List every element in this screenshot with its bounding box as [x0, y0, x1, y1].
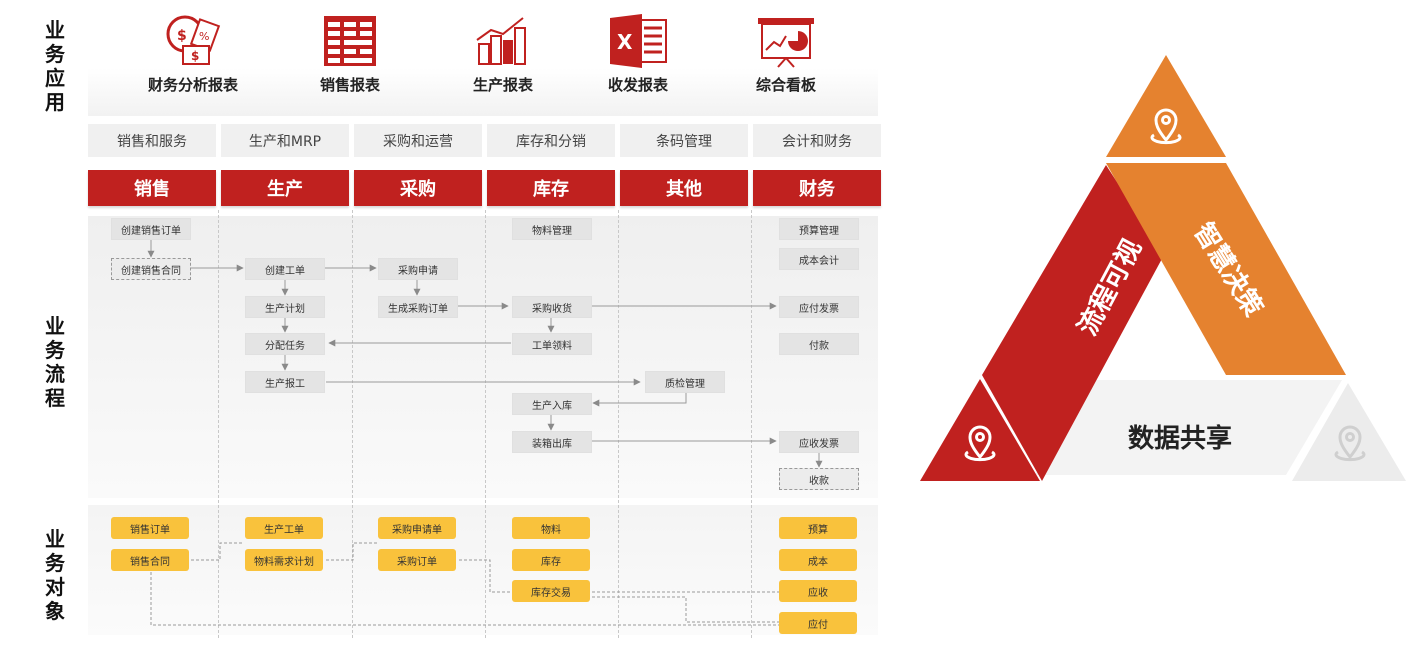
object-work-order[interactable]: 生产工单 [245, 517, 323, 539]
flow-payment[interactable]: 付款 [779, 333, 859, 355]
flow-production-inbound[interactable]: 生产入库 [512, 393, 592, 415]
column-production[interactable]: 生产 [221, 170, 349, 206]
flow-material-mgmt[interactable]: 物料管理 [512, 218, 592, 240]
module-inventory[interactable]: 库存和分销 [487, 124, 615, 157]
location-pin-icon [964, 425, 996, 462]
flow-create-work-order[interactable]: 创建工单 [245, 258, 325, 280]
spreadsheet-icon [324, 16, 376, 66]
flow-budget-mgmt[interactable]: 预算管理 [779, 218, 859, 240]
report-production[interactable]: 生产报表 [443, 14, 563, 95]
object-material[interactable]: 物料 [512, 517, 590, 539]
report-label: 收发报表 [607, 76, 668, 94]
flow-purchase-request[interactable]: 采购申请 [378, 258, 458, 280]
column-purchase[interactable]: 采购 [354, 170, 482, 206]
flow-area [88, 216, 878, 498]
column-finance[interactable]: 财务 [753, 170, 881, 206]
location-pin-icon [1150, 108, 1182, 145]
location-pin-icon [1334, 425, 1366, 462]
object-inventory[interactable]: 库存 [512, 549, 590, 571]
column-divider [352, 210, 353, 638]
triangle-bottom-left-corner [920, 379, 1040, 481]
object-purchase-order[interactable]: 采购订单 [378, 549, 456, 571]
flow-assign-task[interactable]: 分配任务 [245, 333, 325, 355]
svg-text:$: $ [177, 28, 187, 44]
flow-create-sales-contract[interactable]: 创建销售合同 [111, 258, 191, 280]
object-inventory-transaction[interactable]: 库存交易 [512, 580, 590, 602]
side-label-objects: 业务对象 [45, 527, 65, 623]
presentation-board-icon [758, 18, 814, 68]
flow-quality-mgmt[interactable]: 质检管理 [645, 371, 725, 393]
bar-chart-icon [476, 17, 526, 65]
triangle-top-corner [1106, 55, 1226, 157]
object-sales-order[interactable]: 销售订单 [111, 517, 189, 539]
module-production-mrp[interactable]: 生产和MRP [221, 124, 349, 157]
side-label-apps: 业务应用 [45, 18, 65, 114]
column-divider [618, 210, 619, 638]
triangle-right-band [1106, 163, 1346, 375]
flow-production-report[interactable]: 生产报工 [245, 371, 325, 393]
object-material-requirement-plan[interactable]: 物料需求计划 [245, 549, 323, 571]
triangle-bottom-right-corner [1292, 383, 1406, 481]
object-budget[interactable]: 预算 [779, 517, 857, 539]
module-accounting[interactable]: 会计和财务 [753, 124, 881, 157]
triangle-left-band [982, 165, 1164, 481]
column-divider [751, 210, 752, 638]
flow-cost-accounting[interactable]: 成本会计 [779, 248, 859, 270]
svg-text:X: X [617, 30, 633, 54]
report-sales[interactable]: 销售报表 [290, 14, 410, 95]
report-dashboard[interactable]: 综合看板 [726, 14, 846, 95]
flow-connectors [147, 239, 823, 626]
triangle-label-data-sharing: 数据共享 [1127, 424, 1232, 454]
excel-icon: X [610, 14, 667, 68]
report-finance-analysis[interactable]: $ % $ 财务分析报表 [133, 14, 253, 95]
object-purchase-request[interactable]: 采购申请单 [378, 517, 456, 539]
column-inventory[interactable]: 库存 [487, 170, 615, 206]
flow-generate-po[interactable]: 生成采购订单 [378, 296, 458, 318]
flow-production-plan[interactable]: 生产计划 [245, 296, 325, 318]
object-payable[interactable]: 应付 [779, 612, 857, 634]
report-label: 生产报表 [472, 76, 533, 94]
report-receive-send[interactable]: X 收发报表 [578, 14, 698, 95]
column-divider [218, 210, 219, 638]
column-divider [485, 210, 486, 638]
side-label-flow: 业务流程 [45, 314, 65, 410]
object-sales-contract[interactable]: 销售合同 [111, 549, 189, 571]
value-triangle [920, 55, 1406, 481]
module-barcode[interactable]: 条码管理 [620, 124, 748, 157]
flow-create-sales-order[interactable]: 创建销售订单 [111, 218, 191, 240]
triangle-bottom-band [1035, 380, 1342, 475]
report-label: 财务分析报表 [147, 76, 238, 94]
svg-text:$: $ [191, 49, 199, 63]
object-cost[interactable]: 成本 [779, 549, 857, 571]
object-receivable[interactable]: 应收 [779, 580, 857, 602]
report-label: 综合看板 [755, 76, 816, 94]
flow-receivable-invoice[interactable]: 应收发票 [779, 431, 859, 453]
flow-work-order-picking[interactable]: 工单领料 [512, 333, 592, 355]
report-label: 销售报表 [319, 76, 380, 94]
finance-report-icon: $ % $ [166, 15, 221, 65]
module-purchasing[interactable]: 采购和运营 [354, 124, 482, 157]
svg-text:%: % [199, 30, 209, 43]
objects-area [88, 505, 878, 635]
flow-packing-outbound[interactable]: 装箱出库 [512, 431, 592, 453]
module-sales-service[interactable]: 销售和服务 [88, 124, 216, 157]
column-sales[interactable]: 销售 [88, 170, 216, 206]
flow-collection[interactable]: 收款 [779, 468, 859, 490]
flow-purchase-receipt[interactable]: 采购收货 [512, 296, 592, 318]
flow-payable-invoice[interactable]: 应付发票 [779, 296, 859, 318]
column-other[interactable]: 其他 [620, 170, 748, 206]
